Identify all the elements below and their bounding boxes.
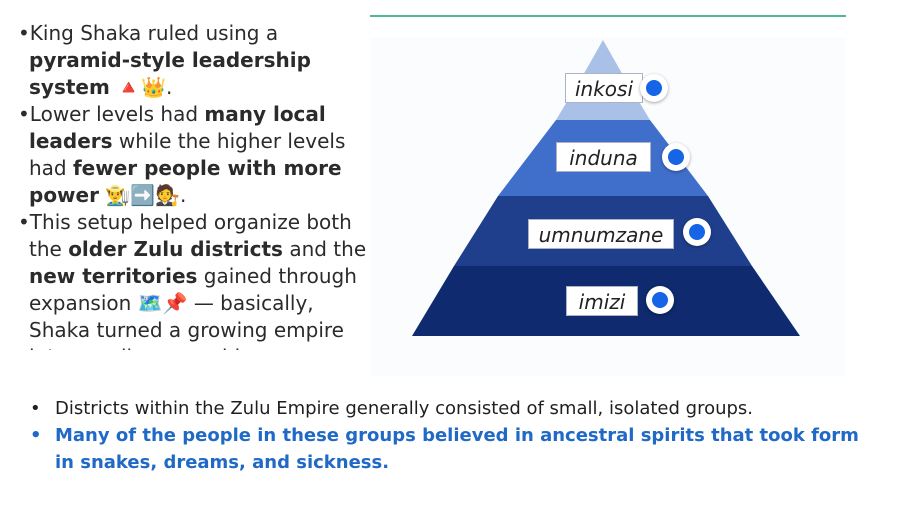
marker-umnumzane [683,218,711,246]
bullet-districts: • Districts within the Zulu Empire gener… [30,395,870,422]
pyramid-diagram: inkosi induna umnumzane imizi [370,38,846,376]
bullet-mark: • [30,398,41,419]
label-inkosi: inkosi [565,73,643,103]
marker-imizi [646,286,674,314]
bullet-organize: •This setup helped organize both the old… [18,210,367,350]
bullet-spirits-text: Many of the people in these groups belie… [55,425,859,473]
bullet-mark: • [30,425,42,446]
marker-inkosi [640,74,668,102]
bullet-districts-text: Districts within the Zulu Empire general… [55,398,754,419]
bullet-spirits: • Many of the people in these groups bel… [30,422,870,476]
bullet-levels: •Lower levels had many local leaders whi… [18,102,346,207]
bullet-pyramid-system: •King Shaka ruled using a pyramid-style … [18,21,311,99]
label-imizi: imizi [566,286,638,316]
pyramid-level-inkosi [586,40,620,70]
district-bullets: • Districts within the Zulu Empire gener… [30,395,870,476]
label-induna: induna [556,142,651,172]
label-umnumzane: umnumzane [528,219,674,249]
leadership-bullets: •King Shaka ruled using a pyramid-style … [18,20,373,350]
top-divider [370,15,846,17]
marker-induna [662,143,690,171]
